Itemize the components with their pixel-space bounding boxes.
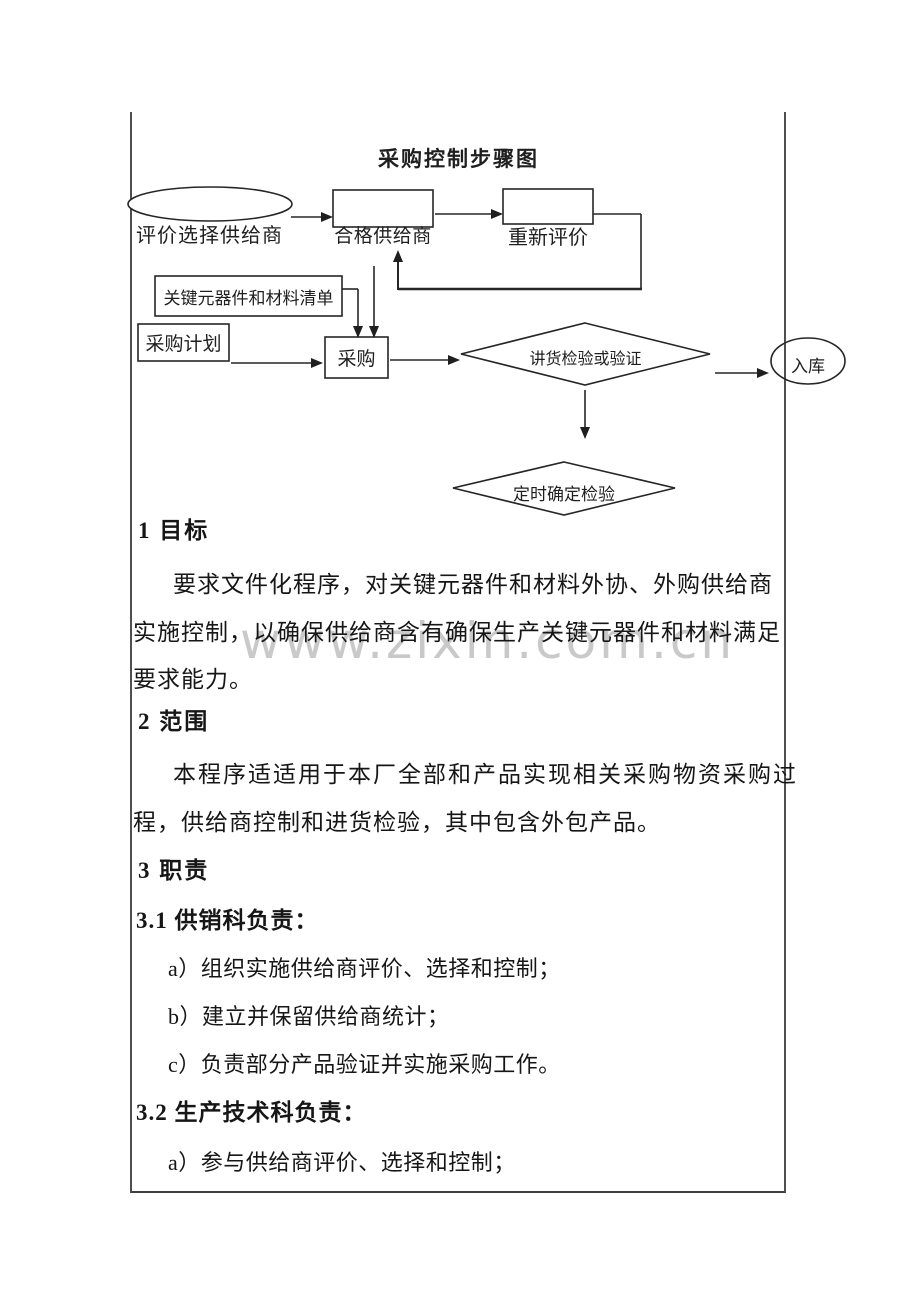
key-components-list-label: 关键元器件和材料清单 <box>163 288 334 308</box>
key-components-list-box <box>154 275 343 317</box>
watermark: www.zixin.com.cn <box>240 612 736 670</box>
section-3-1-heading: 3.1 供销科负责： <box>136 908 319 933</box>
purchase-plan-label: 采购计划 <box>145 334 222 355</box>
incoming-inspection-diamond <box>460 322 711 386</box>
qualified-supplier-label: 合格供给商 <box>334 226 432 247</box>
warehouse-circle <box>770 337 846 385</box>
section-3-1-item-a: a）组织实施供给商评价、选择和控制； <box>168 956 561 981</box>
timed-inspection-diamond <box>452 461 676 516</box>
start-ellipse-label: 评价选择供给商 <box>136 225 283 247</box>
section-2-heading: 2 范围 <box>138 709 210 734</box>
section-2-line-2: 程，供给商控制和进货检验，其中包含外包产品。 <box>133 810 661 835</box>
purchase-plan-box <box>137 323 230 362</box>
section-3-1-item-c: c）负责部分产品验证并实施采购工作。 <box>168 1052 561 1077</box>
page-border-box <box>130 112 786 1193</box>
flowchart-title: 采购控制步骤图 <box>378 147 539 171</box>
section-1-line-2: 实施控制，以确保供给商含有确保生产关键元器件和材料满足 <box>133 620 781 645</box>
section-3-heading: 3 职责 <box>138 858 210 883</box>
re-evaluation-box <box>502 188 594 225</box>
re-evaluation-label: 重新评价 <box>508 227 588 249</box>
start-ellipse <box>127 186 293 222</box>
qualified-supplier-box <box>332 189 434 228</box>
section-3-2-item-a: a）参与供给商评价、选择和控制； <box>168 1150 516 1175</box>
arrowheads <box>311 209 769 439</box>
purchase-label: 采购 <box>337 349 376 370</box>
section-1-line-3: 要求能力。 <box>133 667 253 692</box>
flowchart-canvas <box>127 186 846 516</box>
warehouse-label: 入库 <box>791 357 825 376</box>
section-3-1-item-b: b）建立并保留供给商统计； <box>168 1004 450 1029</box>
purchase-box <box>324 336 389 379</box>
section-2-line-1: 本程序适适用于本厂全部和产品实现相关采购物资采购过 <box>173 762 798 787</box>
incoming-inspection-label: 讲货检验或验证 <box>529 351 642 368</box>
section-3-2-heading: 3.2 生产技术科负责： <box>136 1100 367 1125</box>
timed-inspection-label: 定时确定检验 <box>513 485 615 503</box>
section-1-heading: 1 目标 <box>138 518 210 543</box>
section-1-line-1: 要求文件化程序，对关键元器件和材料外协、外购供给商 <box>173 572 773 597</box>
